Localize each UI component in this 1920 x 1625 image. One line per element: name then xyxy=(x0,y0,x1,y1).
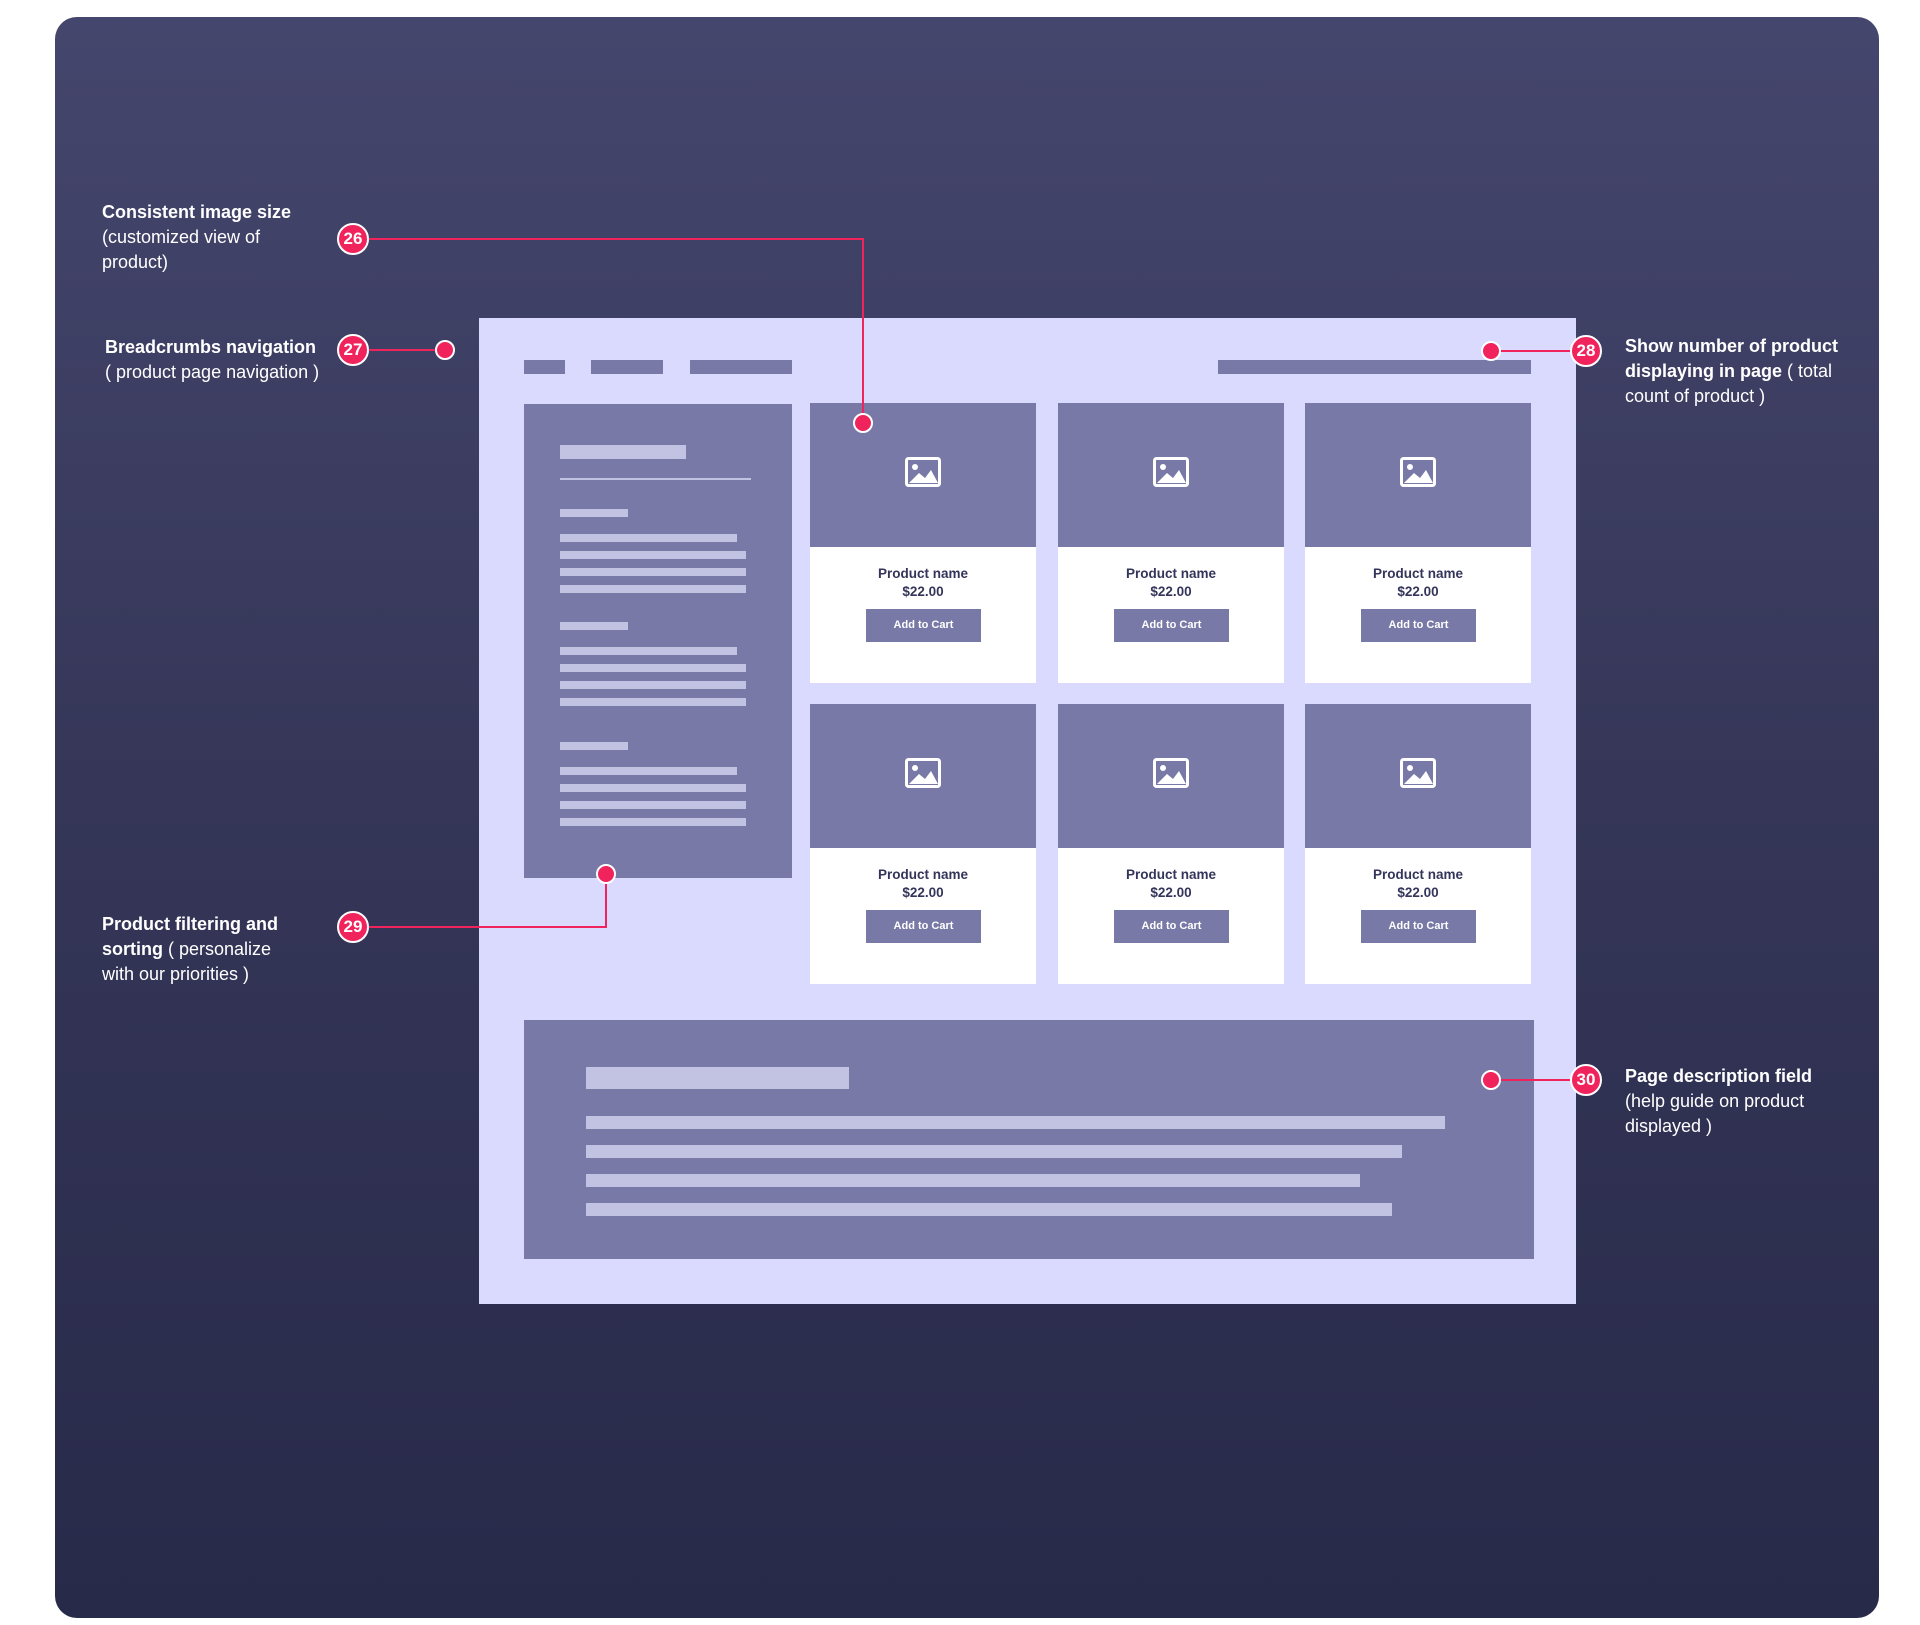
breadcrumb-item xyxy=(690,360,792,374)
badge-29: 29 xyxy=(337,911,369,943)
filter-group-title xyxy=(560,742,628,750)
product-card: Product name $22.00 Add to Cart xyxy=(1058,704,1284,984)
annotation-26-desc: (customized view of product) xyxy=(102,227,261,272)
product-card: Product name $22.00 Add to Cart xyxy=(1058,403,1284,683)
image-icon xyxy=(905,457,941,487)
product-price: $22.00 xyxy=(902,584,944,599)
product-image xyxy=(1058,403,1284,547)
annotation-30-title: Page description field xyxy=(1625,1066,1813,1086)
badge-30: 30 xyxy=(1570,1064,1602,1096)
add-to-cart-button[interactable]: Add to Cart xyxy=(1361,910,1476,943)
annotation-26-title: Consistent image size xyxy=(102,202,292,222)
product-price: $22.00 xyxy=(1397,885,1439,900)
marker-dot-29 xyxy=(596,864,616,884)
description-line xyxy=(586,1174,1360,1187)
add-to-cart-button[interactable]: Add to Cart xyxy=(1361,609,1476,642)
add-to-cart-button[interactable]: Add to Cart xyxy=(866,609,981,642)
filter-option xyxy=(560,681,746,689)
badge-26: 26 xyxy=(337,223,369,255)
image-icon xyxy=(1153,758,1189,788)
page-description-field xyxy=(524,1020,1534,1259)
description-line xyxy=(586,1145,1402,1158)
product-name: Product name xyxy=(877,867,969,882)
add-to-cart-button[interactable]: Add to Cart xyxy=(866,910,981,943)
connector-26 xyxy=(338,238,864,413)
annotation-27-text: Breadcrumbs navigation ( product page na… xyxy=(105,335,320,385)
description-heading xyxy=(586,1067,849,1089)
product-name: Product name xyxy=(1125,867,1217,882)
product-image xyxy=(1058,704,1284,848)
annotation-29-text: Product filtering and sorting ( personal… xyxy=(102,912,307,987)
product-image xyxy=(1305,704,1531,848)
connector-29 xyxy=(338,874,607,928)
annotation-26-text: Consistent image size (customized view o… xyxy=(102,200,317,275)
annotation-28-text: Show number of product displaying in pag… xyxy=(1625,334,1865,409)
filter-group-title xyxy=(560,622,628,630)
product-card: Product name $22.00 Add to Cart xyxy=(1305,403,1531,683)
breadcrumb-item xyxy=(524,360,565,374)
product-image xyxy=(810,704,1036,848)
annotation-30-desc: (help guide on product displayed ) xyxy=(1625,1091,1805,1136)
filter-option xyxy=(560,647,737,655)
marker-dot-30 xyxy=(1481,1070,1501,1090)
marker-dot-26 xyxy=(853,413,873,433)
annotation-28-title: Show number of product displaying in pag… xyxy=(1625,336,1838,381)
diagram-canvas: Consistent image size (customized view o… xyxy=(55,17,1879,1618)
filter-option xyxy=(560,534,737,542)
image-icon xyxy=(905,758,941,788)
marker-dot-27 xyxy=(435,340,455,360)
product-card: Product name $22.00 Add to Cart xyxy=(810,403,1036,683)
filter-divider xyxy=(560,478,751,480)
annotation-30-text: Page description field (help guide on pr… xyxy=(1625,1064,1850,1139)
product-price: $22.00 xyxy=(1150,885,1192,900)
connector-lines xyxy=(338,238,1586,1081)
product-name: Product name xyxy=(1372,867,1464,882)
filter-option xyxy=(560,551,746,559)
filter-group-title xyxy=(560,509,628,517)
product-price: $22.00 xyxy=(902,885,944,900)
badge-27: 27 xyxy=(337,334,369,366)
filter-option xyxy=(560,698,746,706)
description-line xyxy=(586,1116,1445,1129)
filter-option xyxy=(560,585,746,593)
image-icon xyxy=(1400,457,1436,487)
wireframe-page: Product name $22.00 Add to Cart Product … xyxy=(479,318,1576,1304)
product-count-bar xyxy=(1218,360,1531,374)
filter-option xyxy=(560,818,746,826)
image-icon xyxy=(1400,758,1436,788)
product-name: Product name xyxy=(1372,566,1464,581)
badge-28: 28 xyxy=(1570,335,1602,367)
product-image xyxy=(1305,403,1531,547)
description-line xyxy=(586,1203,1392,1216)
filter-option xyxy=(560,784,746,792)
annotation-29-desc: ( personalize with our priorities ) xyxy=(102,939,272,984)
product-price: $22.00 xyxy=(1397,584,1439,599)
product-card: Product name $22.00 Add to Cart xyxy=(1305,704,1531,984)
product-card: Product name $22.00 Add to Cart xyxy=(810,704,1036,984)
product-price: $22.00 xyxy=(1150,584,1192,599)
annotation-27-title: Breadcrumbs navigation xyxy=(105,337,317,357)
annotation-29-title: Product filtering and sorting xyxy=(102,914,279,959)
annotation-28-desc: ( total count of product ) xyxy=(1625,361,1833,406)
annotation-27-desc: ( product page navigation ) xyxy=(105,362,320,382)
add-to-cart-button[interactable]: Add to Cart xyxy=(1114,910,1229,943)
add-to-cart-button[interactable]: Add to Cart xyxy=(1114,609,1229,642)
filter-option xyxy=(560,801,746,809)
product-name: Product name xyxy=(1125,566,1217,581)
filter-option xyxy=(560,664,746,672)
filter-option xyxy=(560,767,737,775)
product-image xyxy=(810,403,1036,547)
filter-sidebar xyxy=(524,404,792,878)
marker-dot-28 xyxy=(1481,341,1501,361)
breadcrumb-item xyxy=(591,360,663,374)
image-icon xyxy=(1153,457,1189,487)
product-name: Product name xyxy=(877,566,969,581)
filter-option xyxy=(560,568,746,576)
filter-heading xyxy=(560,445,686,459)
